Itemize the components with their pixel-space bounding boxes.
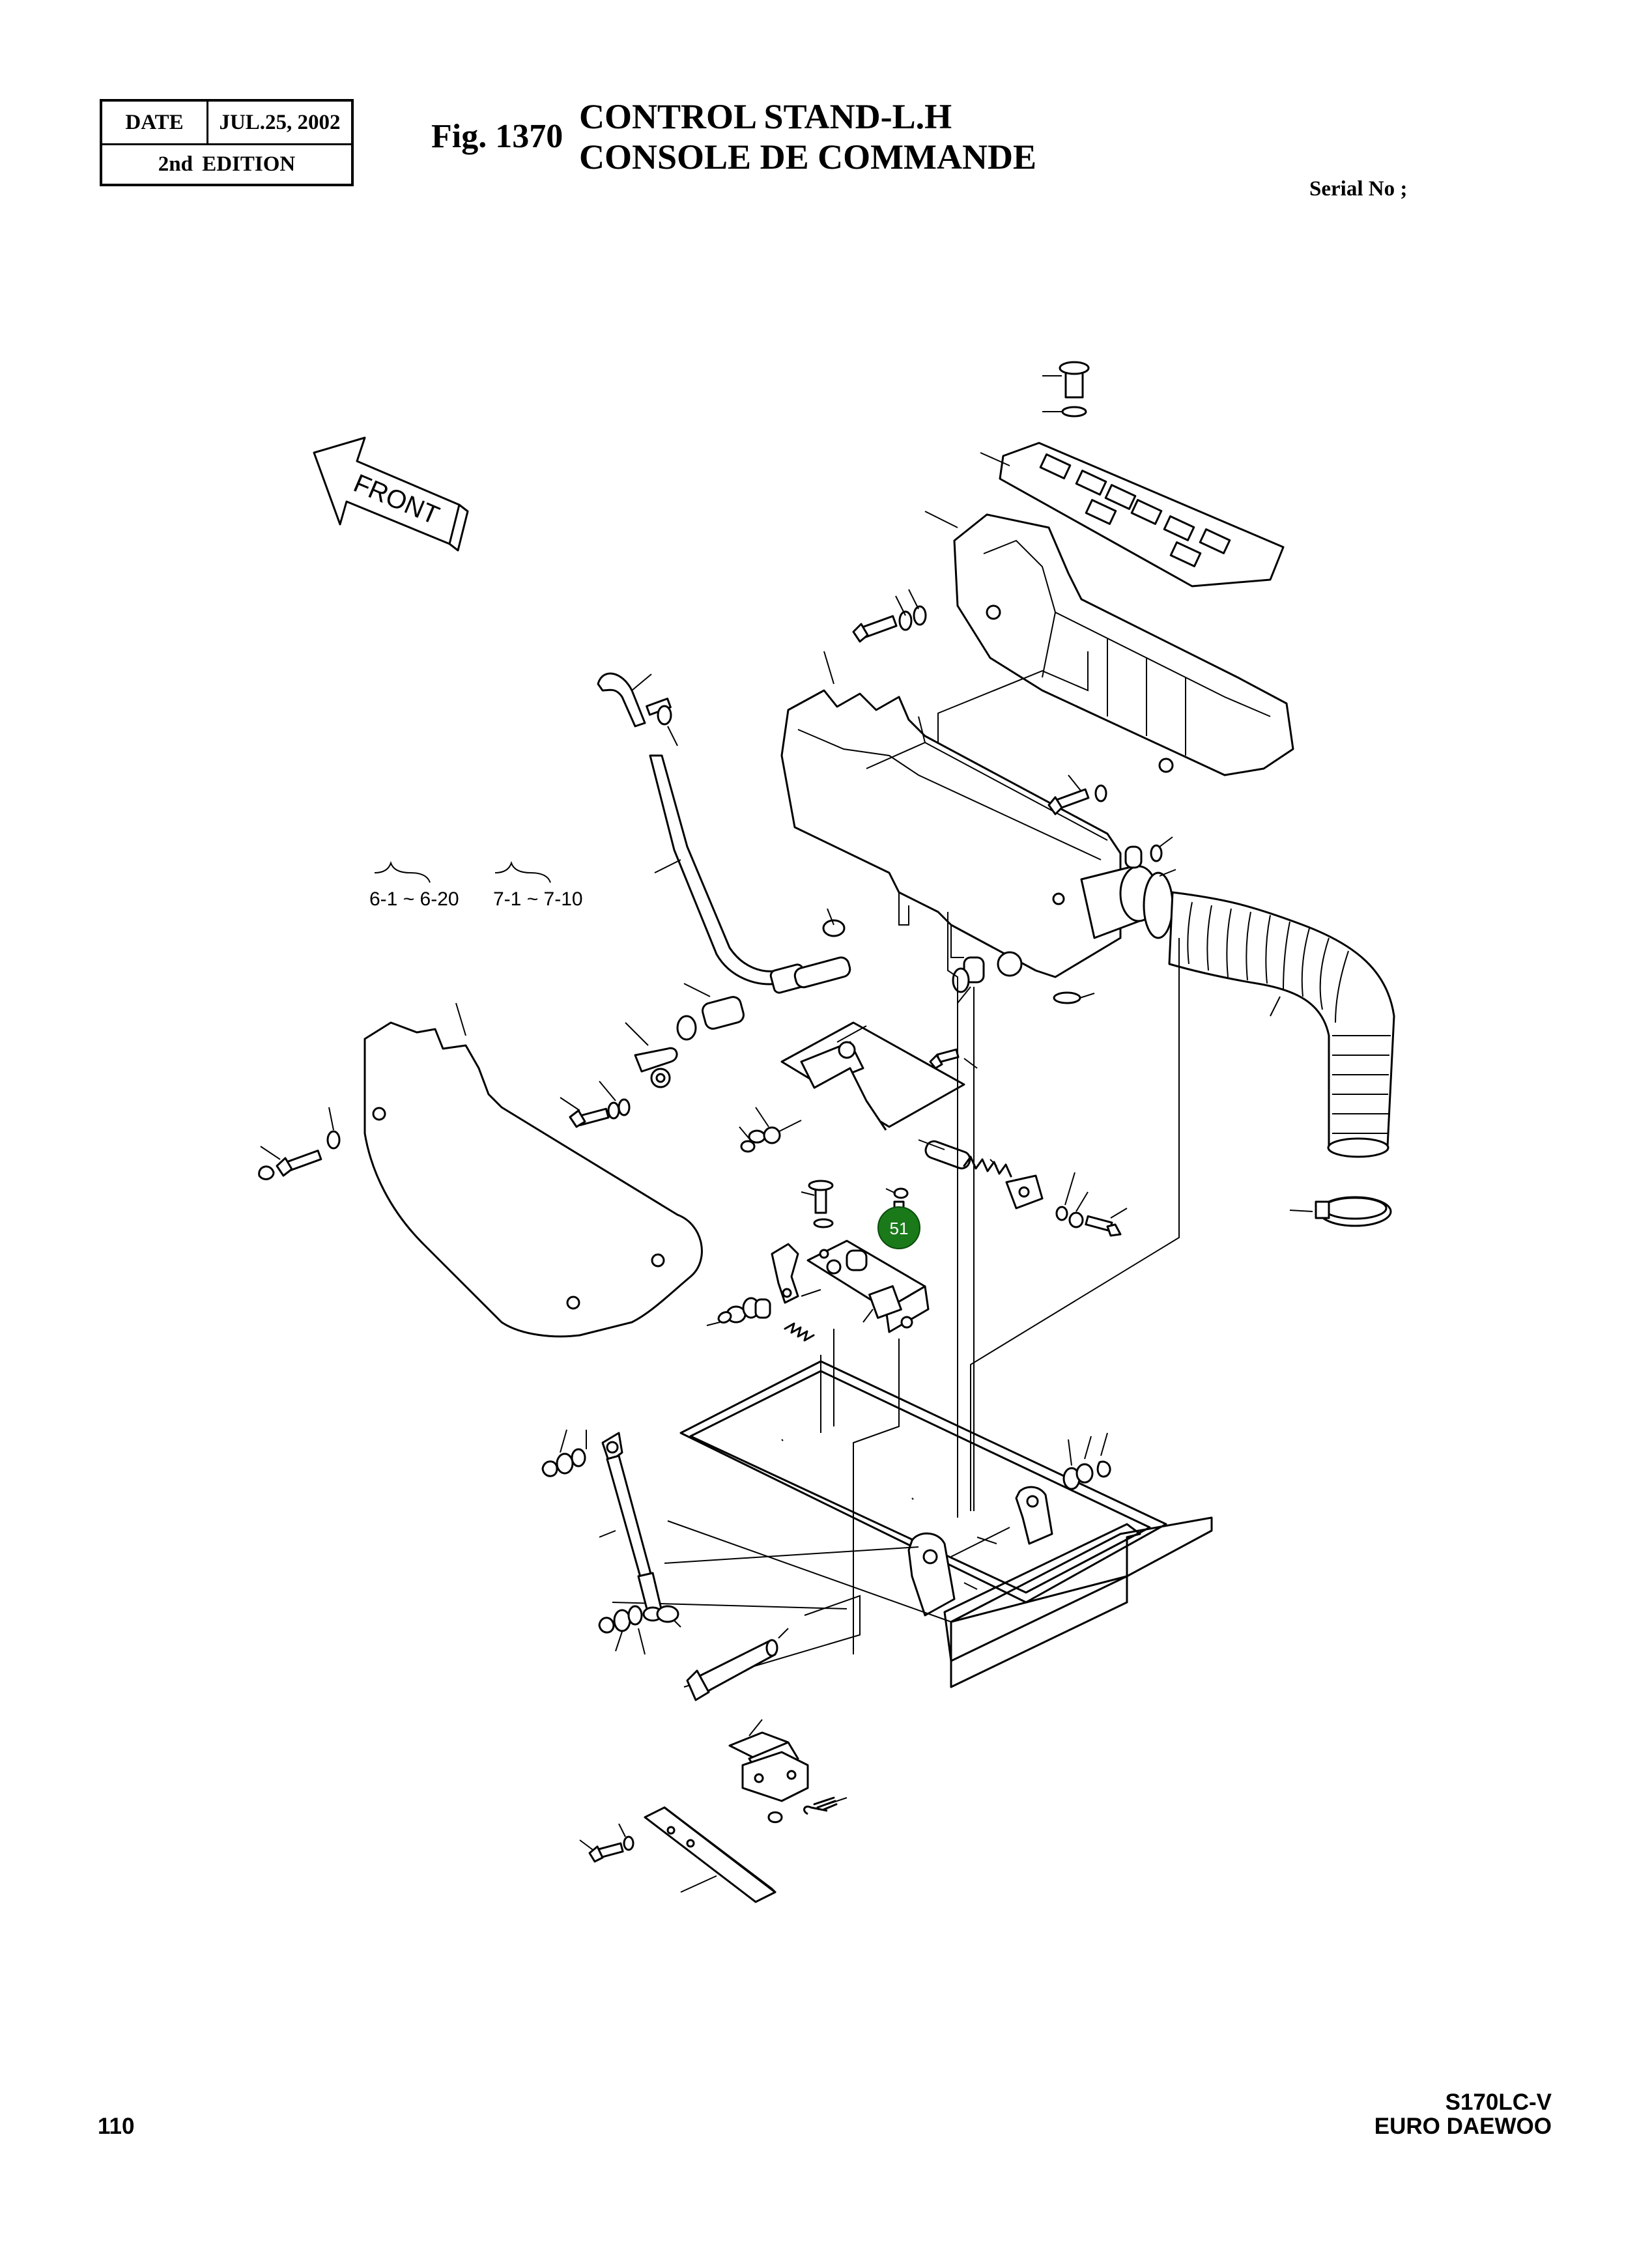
long-pin xyxy=(686,1628,789,1701)
group-ref-7: 7-1 ~ 7-10 xyxy=(493,888,583,910)
bottom-lock-block xyxy=(579,1719,847,1903)
base-frame xyxy=(612,1360,1213,1688)
model-info: S170LC-V EURO DAEWOO xyxy=(1374,2090,1552,2139)
date-value: JUL.25, 2002 xyxy=(219,110,341,134)
brace-6 xyxy=(374,860,431,883)
assembly-lines xyxy=(683,651,1180,1688)
console-bolt xyxy=(1047,774,1107,815)
hotspot-51-label[interactable]: 51 xyxy=(890,1219,909,1238)
edition-label: 2nd EDITION xyxy=(158,152,296,176)
control-lever xyxy=(597,672,851,994)
brace-7 xyxy=(494,860,551,883)
top-bolt xyxy=(1042,361,1090,418)
bushings xyxy=(625,956,1095,1088)
upper-cover xyxy=(924,511,1294,776)
left-side-panel xyxy=(258,1002,703,1338)
serial-number-label: Serial No ; xyxy=(1309,177,1408,201)
edition-box: DATE JUL.25, 2002 2nd EDITION xyxy=(100,99,354,186)
upper-side-bolts xyxy=(852,589,927,643)
figure-number: Fig. 1370 xyxy=(431,118,563,155)
lower-bushings xyxy=(706,1297,815,1342)
bracket-plate xyxy=(739,1021,978,1153)
group-ref-6: 6-1 ~ 6-20 xyxy=(369,888,459,910)
right-clips xyxy=(1062,1432,1111,1490)
date-label: DATE xyxy=(102,102,208,143)
title-french: CONSOLE DE COMMANDE xyxy=(579,137,1037,177)
left-bolts xyxy=(560,1081,631,1128)
duct-hose xyxy=(1080,836,1395,1158)
grille-plate xyxy=(980,442,1285,588)
brand-name: EURO DAEWOO xyxy=(1374,2113,1552,2139)
front-arrow: FRONT xyxy=(313,436,469,552)
date-row: DATE JUL.25, 2002 xyxy=(102,102,351,145)
gas-spring xyxy=(541,1429,681,1655)
hose-clamp xyxy=(1289,1196,1392,1227)
group-references: 6-1 ~ 6-20 7-1 ~ 7-10 xyxy=(369,860,583,910)
model-name: S170LC-V xyxy=(1445,2090,1552,2115)
title-english: CONTROL STAND-L.H xyxy=(579,97,952,136)
hotspot-51[interactable]: 51 xyxy=(877,1206,920,1249)
spring-pin xyxy=(918,1139,1128,1237)
page-number: 110 xyxy=(98,2114,135,2139)
lock-bracket-assembly xyxy=(771,1240,930,1333)
